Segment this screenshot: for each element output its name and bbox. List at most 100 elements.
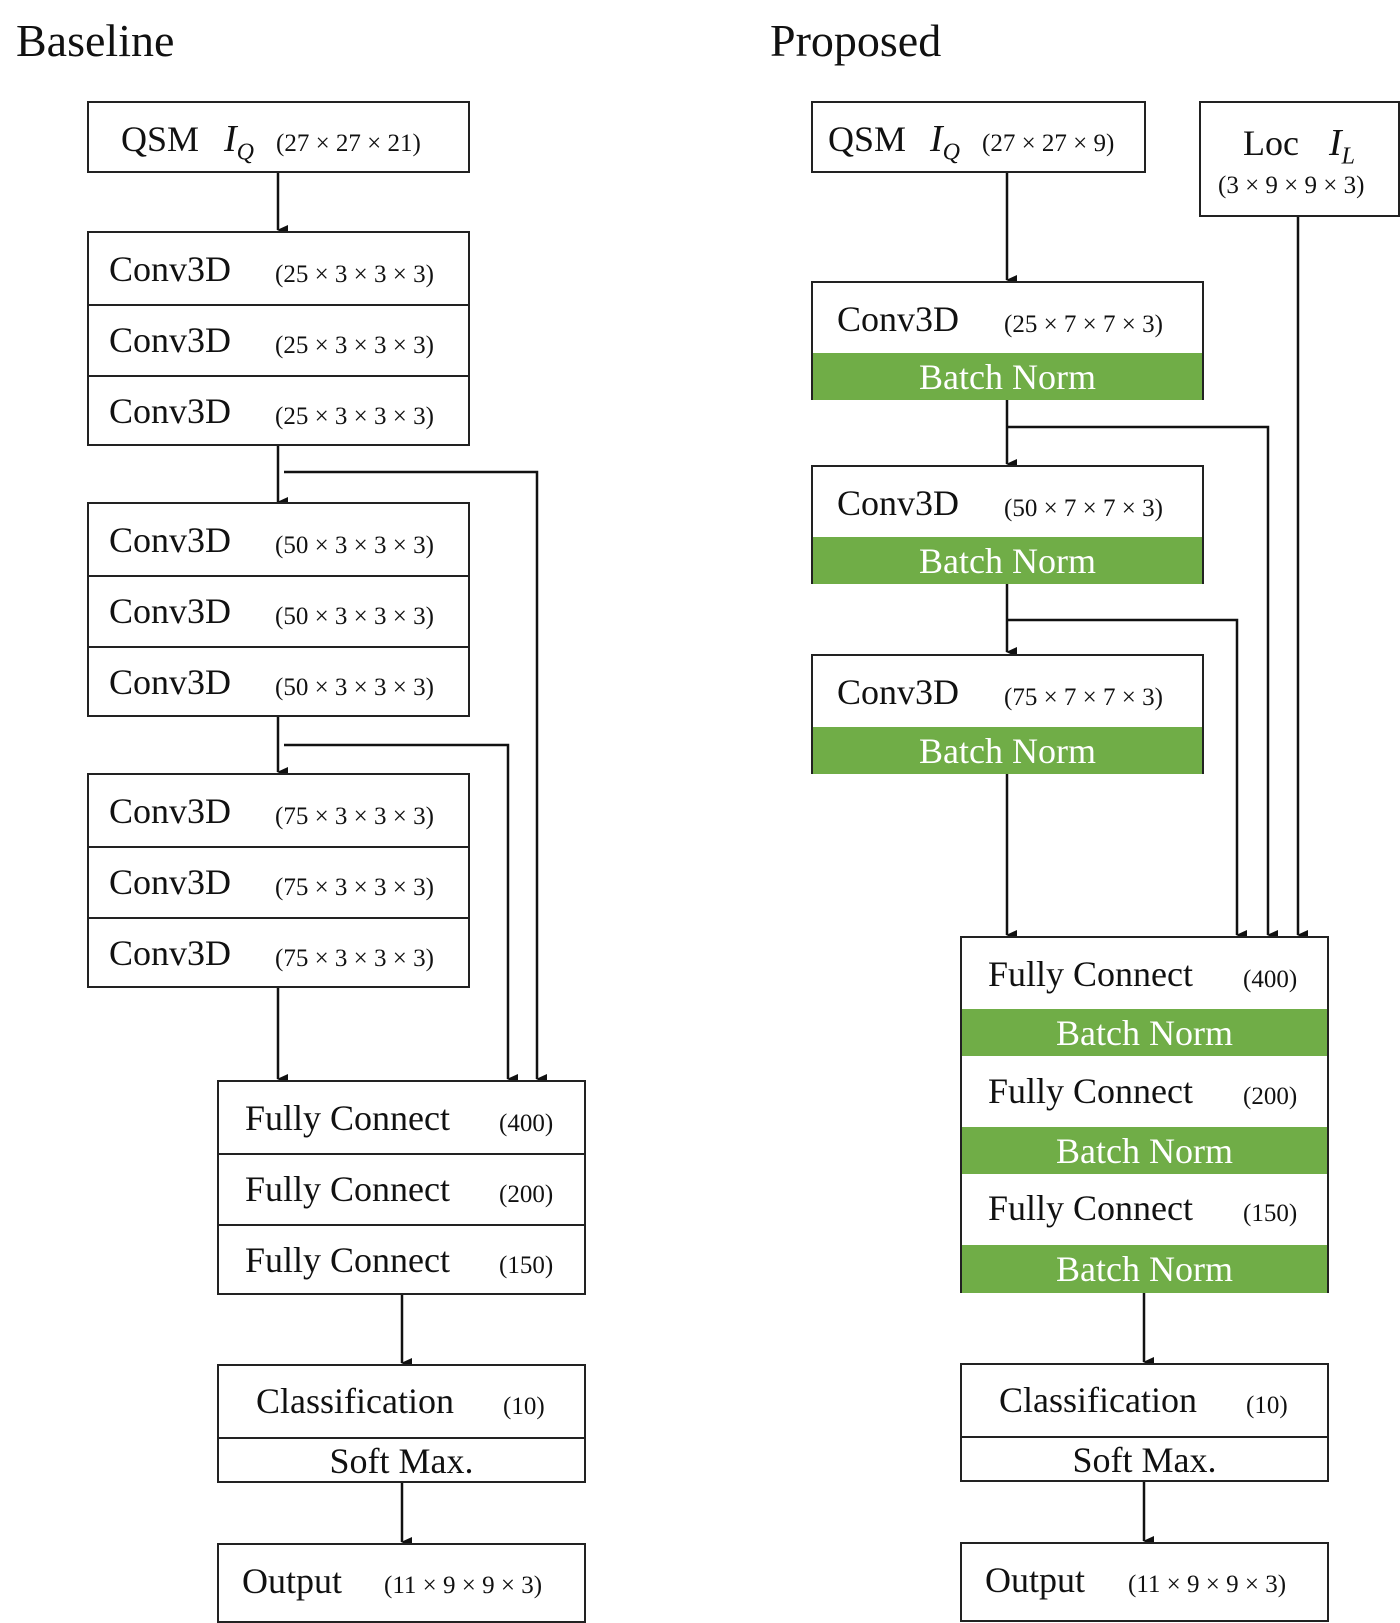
- proposed-classification-box: Classification (10) Soft Max.: [960, 1363, 1329, 1482]
- proposed-fc-layer: Fully Connect (400): [962, 938, 1327, 1009]
- proposed-input-dims: (27 × 27 × 9): [982, 130, 1115, 157]
- baseline-output-box: Output (11 × 9 × 9 × 3): [217, 1543, 586, 1623]
- baseline-conv-block-1: Conv3D (25 × 3 × 3 × 3) Conv3D (25 × 3 ×…: [87, 231, 470, 446]
- layer-dims: (50 × 3 × 3 × 3): [275, 532, 434, 559]
- proposed-conv-layer: Conv3D (75 × 7 × 7 × 3): [813, 656, 1202, 727]
- layer-dims: (10): [503, 1393, 545, 1420]
- layer-dims: (25 × 3 × 3 × 3): [275, 332, 434, 359]
- output-dims: (11 × 9 × 9 × 3): [384, 1572, 543, 1599]
- proposed-conv-layer: Conv3D (25 × 7 × 7 × 3): [813, 283, 1202, 353]
- proposed-output-box: Output (11 × 9 × 9 × 3): [960, 1542, 1329, 1622]
- layer-name: Conv3D: [837, 672, 960, 712]
- layer-name: Conv3D: [109, 791, 232, 831]
- batch-norm-label: Batch Norm: [1056, 1013, 1233, 1053]
- proposed-batch-norm-1: Batch Norm: [813, 353, 1202, 400]
- baseline-conv-block-3: Conv3D (75 × 3 × 3 × 3) Conv3D (75 × 3 ×…: [87, 773, 470, 988]
- baseline-classification-layer: Classification (10): [219, 1366, 584, 1437]
- proposed-conv-block-3: Conv3D (75 × 7 × 7 × 3) Batch Norm: [811, 654, 1204, 774]
- baseline-skip-conv6-fc: [284, 743, 518, 1084]
- layer-name: Conv3D: [109, 320, 232, 360]
- loc-input-label: Loc: [1243, 123, 1299, 163]
- layer-name: Conv3D: [109, 591, 232, 631]
- baseline-fc-block: Fully Connect (400) Fully Connect (200) …: [217, 1080, 586, 1295]
- proposed-fc-layer: Fully Connect (200): [962, 1056, 1327, 1127]
- layer-dims: (25 × 3 × 3 × 3): [275, 261, 434, 288]
- baseline-conv-layer: Conv3D (50 × 3 × 3 × 3): [89, 504, 468, 575]
- baseline-classification-box: Classification (10) Soft Max.: [217, 1364, 586, 1483]
- proposed-softmax-layer: Soft Max.: [962, 1436, 1327, 1482]
- layer-name: Fully Connect: [988, 954, 1193, 994]
- proposed-conv-block-2: Conv3D (50 × 7 × 7 × 3) Batch Norm: [811, 465, 1204, 584]
- layer-dims: (75 × 3 × 3 × 3): [275, 803, 434, 830]
- layer-dims: (400): [499, 1110, 554, 1137]
- baseline-input-dims: (27 × 27 × 21): [276, 130, 421, 157]
- baseline-conv-layer: Conv3D (75 × 3 × 3 × 3): [89, 775, 468, 846]
- layer-name: Conv3D: [109, 520, 232, 560]
- baseline-conv-layer: Conv3D (50 × 3 × 3 × 3): [89, 575, 468, 646]
- proposed-conv-layer: Conv3D (50 × 7 × 7 × 3): [813, 467, 1202, 537]
- layer-name: Classification: [999, 1380, 1197, 1420]
- layer-name: Fully Connect: [988, 1188, 1193, 1228]
- proposed-input-variable: IQ: [930, 118, 960, 166]
- proposed-batch-norm-2: Batch Norm: [813, 537, 1202, 584]
- layer-name: Conv3D: [109, 933, 232, 973]
- proposed-batch-norm-3: Batch Norm: [813, 727, 1202, 774]
- layer-dims: (150): [499, 1252, 554, 1279]
- batch-norm-label: Batch Norm: [919, 541, 1096, 581]
- layer-dims: (25 × 7 × 7 × 3): [1004, 311, 1163, 338]
- layer-dims: (75 × 3 × 3 × 3): [275, 945, 434, 972]
- baseline-conv-layer: Conv3D (25 × 3 × 3 × 3): [89, 375, 468, 446]
- baseline-conv-layer: Conv3D (50 × 3 × 3 × 3): [89, 646, 468, 717]
- loc-input-variable: IL: [1329, 122, 1356, 170]
- layer-dims: (150): [1243, 1200, 1298, 1227]
- layer-dims: (200): [1243, 1083, 1298, 1110]
- baseline-conv-layer: Conv3D (75 × 3 × 3 × 3): [89, 846, 468, 917]
- proposed-classification-layer: Classification (10): [962, 1365, 1327, 1436]
- output-label: Output: [242, 1561, 343, 1601]
- baseline-fc-layer: Fully Connect (400): [219, 1082, 584, 1153]
- baseline-input-box: QSM IQ (27 × 27 × 21): [87, 101, 470, 173]
- proposed-fc-block: Fully Connect (400) Batch Norm Fully Con…: [960, 936, 1329, 1293]
- layer-dims: (200): [499, 1181, 554, 1208]
- layer-dims: (400): [1243, 966, 1298, 993]
- baseline-conv-layer: Conv3D (75 × 3 × 3 × 3): [89, 917, 468, 988]
- batch-norm-label: Batch Norm: [1056, 1249, 1233, 1289]
- layer-name: Conv3D: [109, 862, 232, 902]
- baseline-fc-layer: Fully Connect (200): [219, 1153, 584, 1224]
- baseline-softmax-layer: Soft Max.: [219, 1437, 584, 1483]
- output-dims: (11 × 9 × 9 × 3): [1128, 1571, 1287, 1598]
- layer-name: Fully Connect: [245, 1240, 450, 1280]
- proposed-fc-layer: Fully Connect (150): [962, 1174, 1327, 1245]
- proposed-input-box: QSM IQ (27 × 27 × 9): [811, 101, 1146, 173]
- baseline-title: Baseline: [16, 15, 175, 66]
- baseline-input-variable: IQ: [224, 118, 254, 166]
- baseline-conv-layer: Conv3D (25 × 3 × 3 × 3): [89, 304, 468, 375]
- layer-name: Conv3D: [837, 483, 960, 523]
- loc-input-dims: (3 × 9 × 9 × 3): [1218, 172, 1365, 199]
- layer-dims: (10): [1246, 1392, 1288, 1419]
- proposed-skip-conv1-fc: [1007, 425, 1278, 940]
- layer-dims: (75 × 7 × 7 × 3): [1004, 684, 1163, 711]
- layer-dims: (50 × 7 × 7 × 3): [1004, 495, 1163, 522]
- proposed-skip-conv2-fc: [1007, 618, 1247, 940]
- layer-dims: (75 × 3 × 3 × 3): [275, 874, 434, 901]
- baseline-skip-conv3-fc: [284, 470, 547, 1084]
- layer-name: Conv3D: [837, 299, 960, 339]
- baseline-input-label: QSM: [121, 119, 200, 159]
- layer-name: Conv3D: [109, 662, 232, 702]
- baseline-conv-block-2: Conv3D (50 × 3 × 3 × 3) Conv3D (50 × 3 ×…: [87, 502, 470, 717]
- proposed-input-label: QSM: [828, 119, 907, 159]
- layer-dims: (50 × 3 × 3 × 3): [275, 603, 434, 630]
- layer-name: Conv3D: [109, 249, 232, 289]
- proposed-loc-input-box: Loc IL (3 × 9 × 9 × 3): [1199, 101, 1400, 217]
- layer-dims: (50 × 3 × 3 × 3): [275, 674, 434, 701]
- proposed-title: Proposed: [770, 15, 942, 66]
- proposed-fc-batch-norm-2: Batch Norm: [962, 1127, 1327, 1174]
- layer-name: Fully Connect: [245, 1169, 450, 1209]
- layer-name: Classification: [256, 1381, 454, 1421]
- output-label: Output: [985, 1560, 1086, 1600]
- layer-name: Conv3D: [109, 391, 232, 431]
- layer-dims: (25 × 3 × 3 × 3): [275, 403, 434, 430]
- proposed-conv-block-1: Conv3D (25 × 7 × 7 × 3) Batch Norm: [811, 281, 1204, 400]
